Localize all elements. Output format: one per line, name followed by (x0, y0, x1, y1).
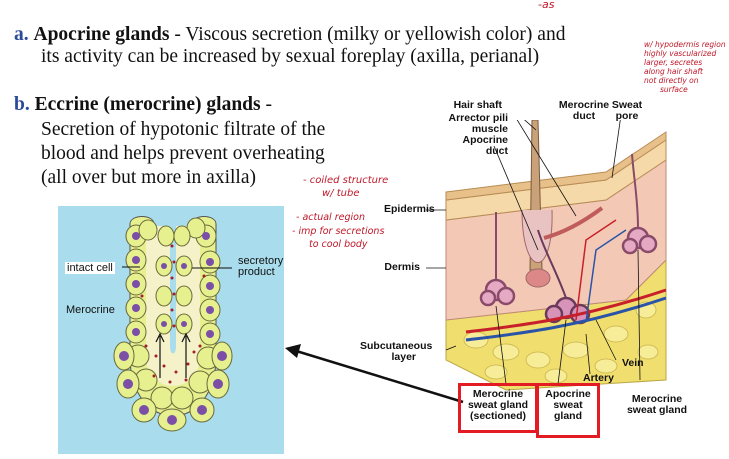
item-a-letter: a. (14, 24, 29, 45)
label-artery: Artery (583, 372, 614, 384)
item-b-title: Eccrine (merocrine) glands (34, 94, 261, 115)
highlight-box-apocrine: Apocrine sweat gland (536, 383, 600, 438)
label-hair-shaft: Hair shaft (453, 99, 502, 111)
item-a-line1: a. Apocrine glands - Viscous secretion (… (14, 24, 565, 46)
item-b-line1: Secretion of hypotonic filtrate of the (41, 119, 326, 140)
handwritten-tube: w/ tube (322, 188, 360, 199)
handwritten-cool: to cool body (309, 239, 368, 250)
item-b-dash: - (260, 94, 273, 115)
merocrine-diagram (58, 206, 284, 454)
label-secretory-product: secretory product (238, 255, 284, 278)
handwritten-actual-region: - actual region (296, 212, 365, 223)
item-a-line2: its activity can be increased by sexual … (41, 46, 540, 67)
handwritten-imp: - imp for secretions (292, 226, 385, 237)
label-epidermis: Epidermis (384, 203, 435, 215)
item-b-line3: (all over but more in axilla) (41, 167, 256, 188)
label-merocrine: Merocrine (66, 304, 115, 316)
item-a-text1: - Viscous secretion (milky or yellowish … (169, 24, 566, 45)
item-a-title: Apocrine glands (33, 24, 170, 45)
item-b-heading: b. Eccrine (merocrine) glands - (14, 94, 272, 116)
item-b-body: Secretion of hypotonic filtrate of the b… (41, 118, 325, 190)
label-arrector-pili: Arrector pili muscle (448, 112, 508, 135)
item-b-letter: b. (14, 94, 30, 115)
merocrine-gland-illustration (113, 216, 233, 432)
label-subcutaneous: Subcutaneous layer (360, 340, 433, 363)
handwritten-apocrine-note: w/ hypodermis region highly vascularized… (644, 40, 726, 94)
handwritten-top-note: -as (538, 0, 555, 11)
label-sweat-pore: Sweat pore (611, 99, 643, 122)
highlight-box-merocrine: Merocrine sweat gland (sectioned) (458, 383, 538, 433)
box-apocrine-label: Apocrine sweat gland (545, 388, 591, 422)
box-merocrine-label: Merocrine sweat gland (sectioned) (467, 388, 529, 422)
label-dermis: Dermis (384, 261, 420, 273)
item-b-line2: blood and helps prevent overheating (41, 143, 325, 164)
label-intact-cell: intact cell (65, 262, 115, 274)
skin-cross-section (426, 120, 667, 391)
pointer-arrow (285, 344, 464, 404)
label-merocrine-sweat-gland: Merocrine sweat gland (626, 393, 688, 416)
label-merocrine-duct: Merocrine duct (558, 99, 610, 122)
label-vein: Vein (622, 357, 644, 369)
label-apocrine-duct: Apocrine duct (462, 134, 508, 157)
handwritten-coiled: - coiled structure (303, 175, 389, 186)
